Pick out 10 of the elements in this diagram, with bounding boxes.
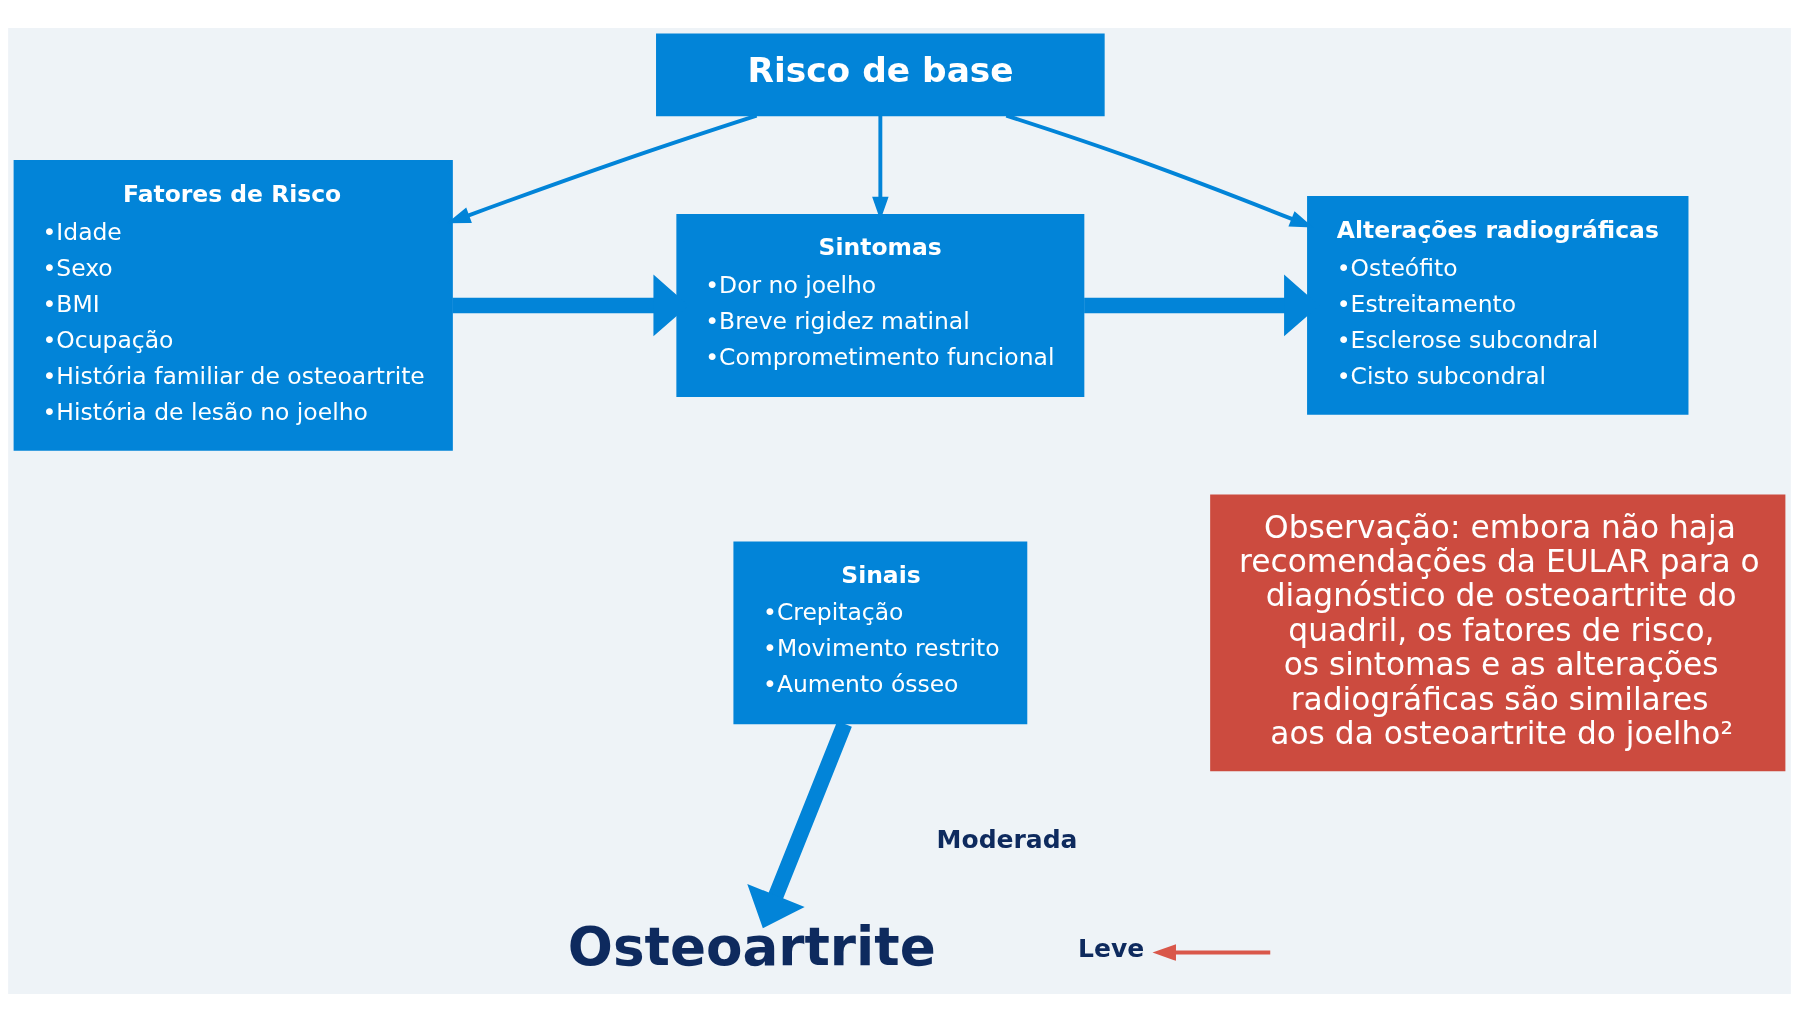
node-box: Observação: embora não haja recomendações da EULAR para o diagnóstico de osteoartrite do quadril, os fatores de risco, os sintomas e as alterações radiográficas são similares aos da osteoartrite do joelho²: [1210, 494, 1786, 771]
arrow: [1152, 943, 1271, 961]
node-text: Leve: [1078, 933, 1145, 963]
node-box: Risco de base: [656, 32, 1105, 116]
label: Moderada: [936, 824, 1078, 854]
node-text: Osteoartrite: [567, 915, 936, 978]
node-box: Sintomas •Dor no joelho •Breve rigidez matinal •Comprometimento funcional: [676, 213, 1085, 397]
node-box: Fatores de Risco •Idade •Sexo •BMI •Ocupação •História familiar de osteoartrite •História de lesão no joelho: [13, 159, 453, 451]
node-box: Alterações radiográficas •Osteófito •Estreitamento •Esclerose subcondral •Cisto subcondral: [1307, 195, 1689, 415]
node-box: Sinais •Crepitação •Movimento restrito •Aumento ósseo: [733, 541, 1028, 724]
